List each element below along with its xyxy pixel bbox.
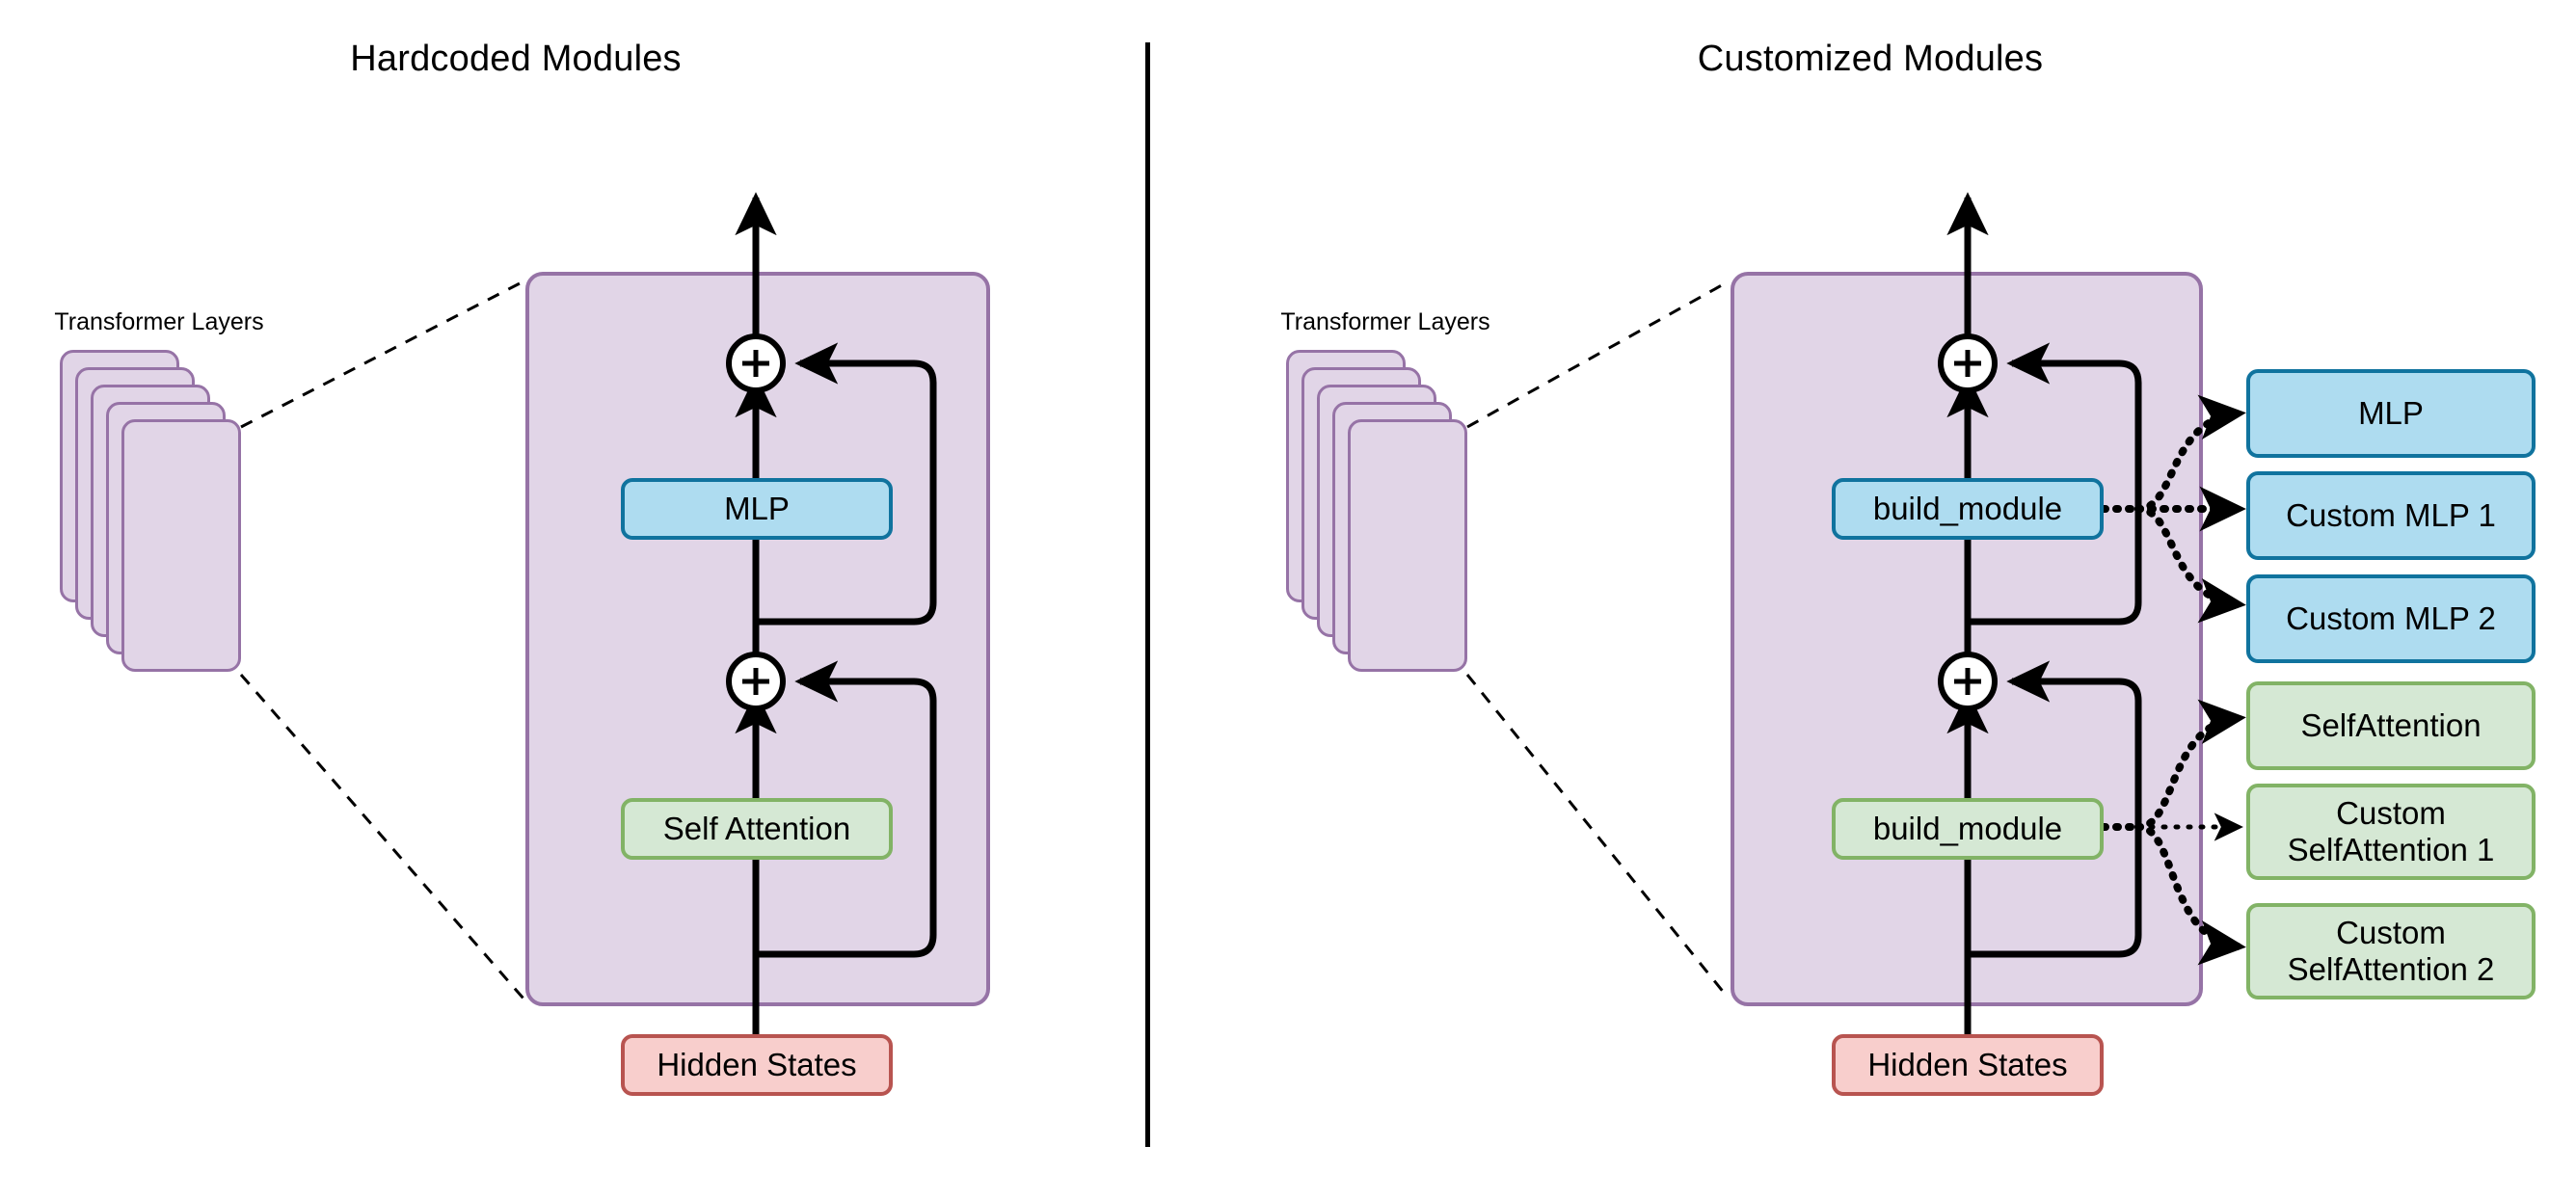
transformer-layers-label-left: Transformer Layers xyxy=(54,308,264,335)
module-option-custom-mlp-1[interactable]: Custom MLP 1 xyxy=(2246,471,2536,560)
module-option-selfattention[interactable]: SelfAttention xyxy=(2246,681,2536,770)
transformer-layer-card xyxy=(1348,419,1467,672)
panel-title-hardcoded: Hardcoded Modules xyxy=(350,39,682,79)
transformer-layer-card xyxy=(121,419,241,672)
panel-title-customized: Customized Modules xyxy=(1697,39,2044,79)
module-option-mlp[interactable]: MLP xyxy=(2246,369,2536,458)
module-option-custom-selfattention-2[interactable]: Custom SelfAttention 2 xyxy=(2246,903,2536,999)
node-build-module-attention[interactable]: build_module xyxy=(1832,798,2104,860)
node-hidden-states-right[interactable]: Hidden States xyxy=(1832,1034,2104,1096)
node-mlp[interactable]: MLP xyxy=(621,478,893,540)
node-self-attention[interactable]: Self Attention xyxy=(621,798,893,860)
vertical-divider xyxy=(1145,42,1150,1147)
transformer-layers-label-right: Transformer Layers xyxy=(1280,308,1490,335)
node-build-module-mlp[interactable]: build_module xyxy=(1832,478,2104,540)
node-hidden-states-left[interactable]: Hidden States xyxy=(621,1034,893,1096)
module-option-custom-selfattention-1[interactable]: Custom SelfAttention 1 xyxy=(2246,784,2536,880)
module-option-custom-mlp-2[interactable]: Custom MLP 2 xyxy=(2246,574,2536,663)
